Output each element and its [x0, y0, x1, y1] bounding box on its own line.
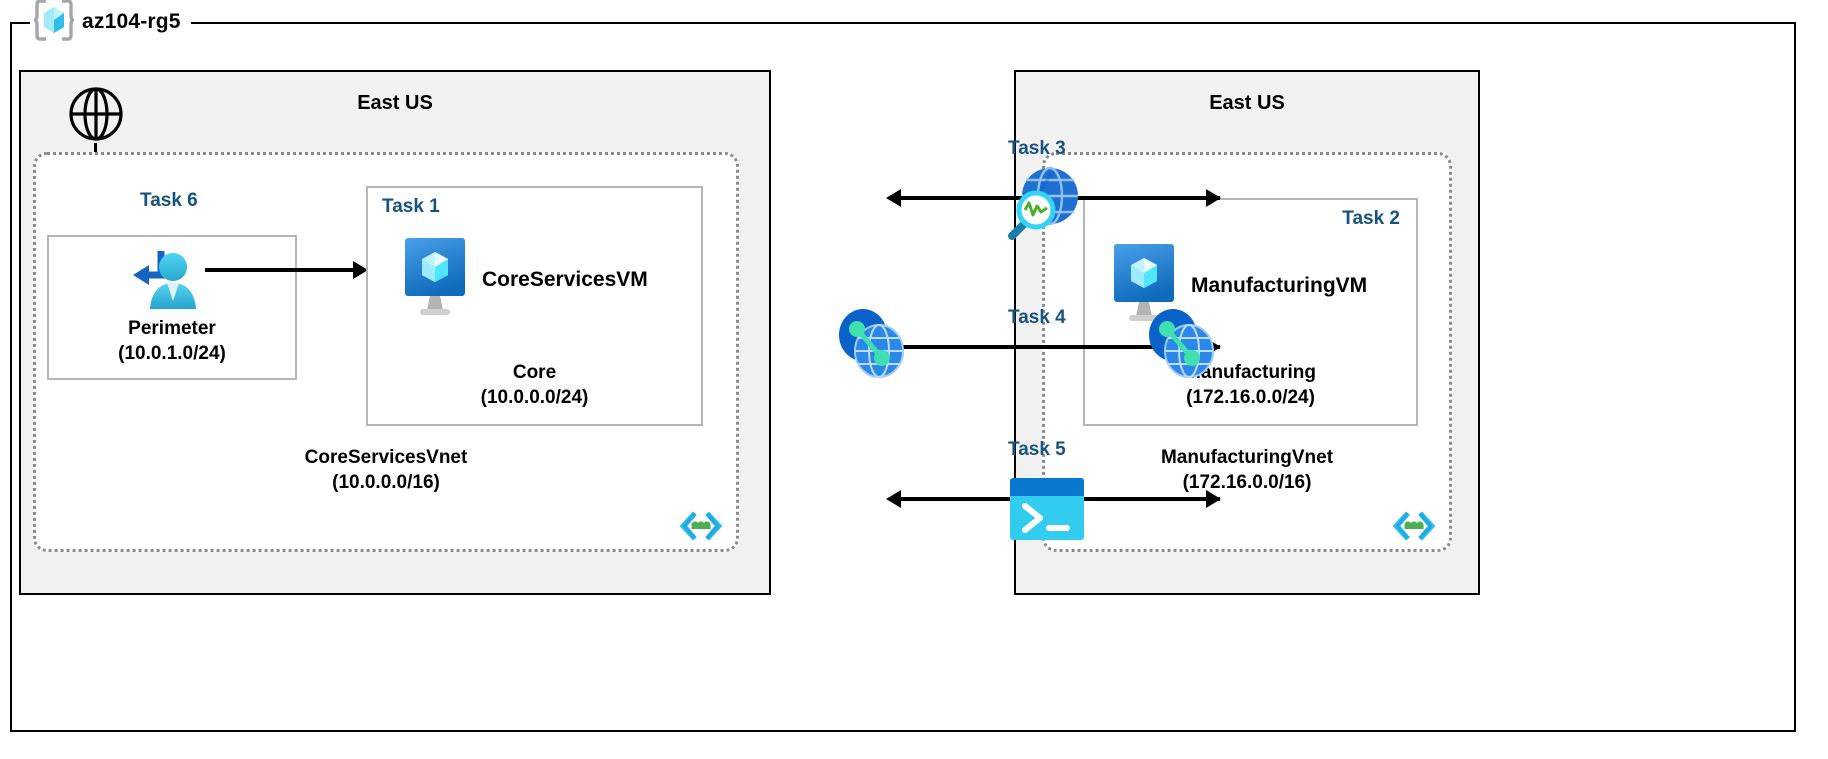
task-label-3: Task 3	[1008, 138, 1066, 159]
region-title-right: East US	[1209, 92, 1285, 114]
virtual-machine-icon	[402, 236, 468, 323]
task-label-5: Task 5	[1008, 439, 1066, 460]
core-vm-row: CoreServicesVM	[402, 236, 648, 323]
task-label-2: Task 2	[1342, 208, 1400, 229]
subnet-perimeter-caption: Perimeter (10.0.1.0/24)	[118, 317, 226, 364]
task4-connection-line	[900, 345, 1220, 349]
subnet-manufacturing-caption: Manufacturing (172.16.0.0/24)	[1185, 361, 1316, 408]
task-label-1: Task 1	[382, 196, 440, 217]
task-label-6: Task 6	[140, 190, 198, 211]
subnet-core: Task 1 CoreServi	[366, 186, 703, 426]
vnet-manufacturing-label: ManufacturingVnet (172.16.0.0/16)	[1160, 446, 1334, 493]
task3-arrowhead-right	[1206, 189, 1221, 207]
internet-globe-icon	[67, 85, 125, 148]
subnet-core-caption: Core (10.0.0.0/24)	[480, 361, 589, 408]
subnet-perimeter: Perimeter (10.0.1.0/24)	[47, 235, 297, 380]
task-label-4: Task 4	[1008, 307, 1066, 328]
cloud-shell-icon	[1008, 476, 1086, 547]
vnet-peering-icon	[835, 305, 909, 386]
network-watcher-icon	[1000, 162, 1086, 247]
task5-arrowhead-right	[1206, 490, 1221, 508]
resource-group-header: az104-rg5	[30, 0, 191, 45]
vnet-peering-icon	[1145, 305, 1219, 386]
azure-resource-group-icon	[31, 0, 77, 46]
vnet-core-services-label: CoreServicesVnet (10.0.0.0/16)	[304, 446, 468, 493]
virtual-network-icon	[678, 509, 724, 543]
virtual-network-icon	[1391, 509, 1437, 543]
perimeter-to-core-line	[205, 268, 357, 272]
core-vm-name: CoreServicesVM	[482, 267, 648, 291]
task5-arrowhead-left	[886, 490, 901, 508]
manufacturing-vm-name: ManufacturingVM	[1191, 273, 1368, 297]
resource-group-name: az104-rg5	[82, 10, 181, 33]
perimeter-to-core-arrowhead	[353, 261, 368, 279]
virtual-machine-icon	[1111, 242, 1177, 329]
region-title-left: East US	[357, 92, 433, 114]
subnet-manufacturing: Task 2 Manufactu	[1083, 198, 1418, 426]
task3-arrowhead-left	[886, 189, 901, 207]
user-route-icon	[127, 245, 197, 322]
manufacturing-vm-row: ManufacturingVM	[1111, 242, 1367, 329]
